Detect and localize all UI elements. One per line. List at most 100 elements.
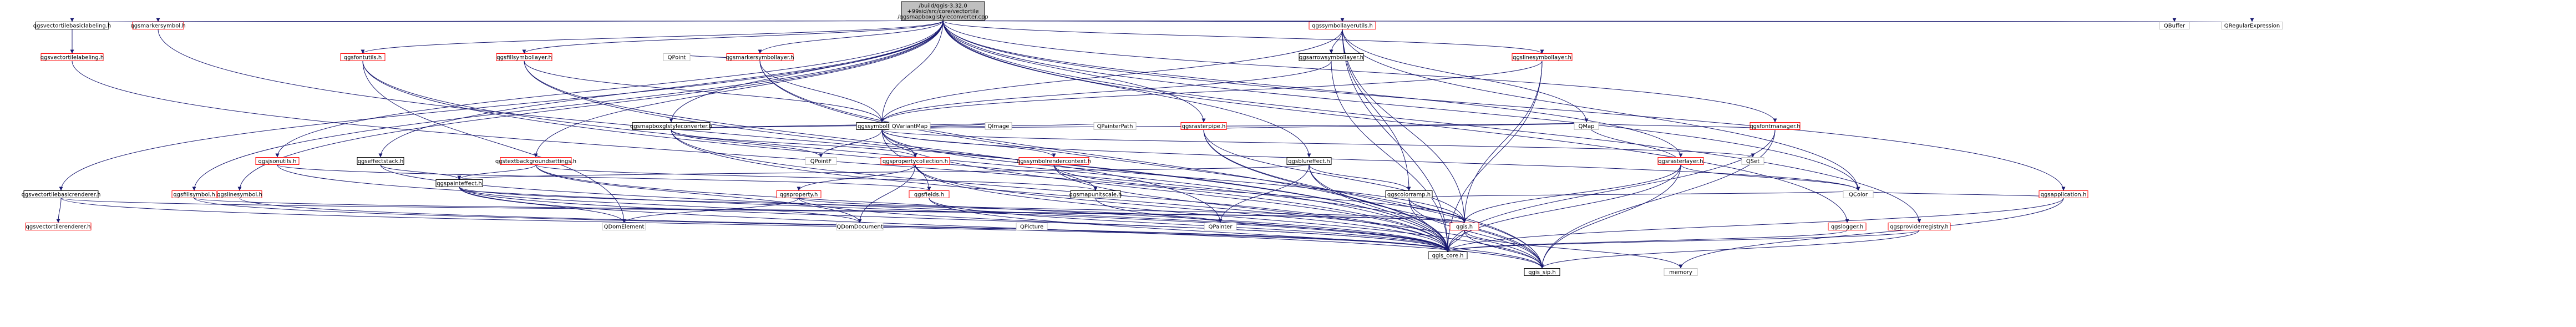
node-label-root-line-0: /build/qgis-3.32.0 — [919, 3, 967, 9]
node-box-QPainterPath — [1093, 122, 1137, 130]
node-painteffect[interactable]: qgspainteffect.h — [435, 179, 483, 187]
node-box-propcollection — [880, 157, 950, 165]
node-vtlabeling_h[interactable]: qgsvectortilebasiclabeling.h — [33, 22, 111, 29]
edge-colorramp-to-QColor — [1408, 190, 1860, 198]
node-box-symbollayerutils — [1309, 22, 1376, 29]
node-fontmanager[interactable]: qgsfontmanager.h — [1750, 122, 1801, 130]
edge-converter_h-to-qgis_sip — [671, 129, 1544, 269]
edge-blureffect-to-qgis_sip — [1309, 164, 1544, 269]
node-vtrenderer2[interactable]: qgsvectortilerenderer.h — [25, 223, 92, 230]
edge-root-to-linesymbollayer — [942, 20, 1544, 54]
edge-qgis_h-to-qgis_core — [1446, 230, 1465, 252]
node-markersymbollayer[interactable]: qgsmarkersymbollayer.h — [726, 53, 794, 61]
edge-textbg-to-QDomDocument — [535, 164, 862, 223]
node-label-property: qgsproperty.h — [780, 192, 818, 198]
node-label-QPointF: QPointF — [810, 159, 832, 165]
edge-symbollayerutils-to-arrowsymbollayer — [1329, 29, 1343, 54]
edge-painteffect-to-QDomElement — [459, 187, 626, 223]
node-box-QPointF — [805, 157, 837, 165]
node-fields[interactable]: qgsfields.h — [909, 190, 950, 198]
node-linesymbol[interactable]: qgslinesymbol.h — [217, 190, 262, 198]
node-symbollayerutils[interactable]: qgssymbollayerutils.h — [1309, 22, 1376, 29]
node-QRegularExpression: QRegularExpression — [2221, 22, 2283, 29]
node-label-qgis_sip: qgis_sip.h — [1528, 270, 1556, 276]
node-box-markersymbollayer — [726, 53, 794, 61]
edge-fontutils-to-qgis_core — [362, 61, 1450, 252]
node-box-QPainter — [1204, 223, 1237, 230]
node-qgis_h[interactable]: qgis.h — [1449, 223, 1479, 230]
node-vtlabeling2[interactable]: qgsvectortilelabeling.h — [40, 53, 104, 61]
node-box-markersymbol — [132, 22, 184, 29]
edge-linesymbollayer-to-qgis_h — [1462, 61, 1543, 223]
edge-converter_h-to-propcollection — [671, 129, 917, 158]
edge-colorramp-to-qgis_h — [1408, 198, 1467, 223]
node-label-jsonutils: qgsjsonutils.h — [258, 159, 297, 165]
edge-fillsymbollayer-to-qgis_core — [524, 61, 1450, 252]
node-symrendercontext[interactable]: qgssymbolrendercontext.h — [1017, 157, 1091, 165]
node-label-linesymbollayer: qgslinesymbollayer.h — [1513, 55, 1571, 61]
node-effectstack[interactable]: qgseffectstack.h — [357, 157, 404, 165]
node-property[interactable]: qgsproperty.h — [776, 190, 822, 198]
node-box-arrowsymbollayer — [1299, 53, 1364, 61]
edge-root-to-converter_h — [669, 20, 944, 123]
edge-symbollayerutils-to-QMap — [1342, 29, 1589, 123]
node-label-mapunitscale: qgsmapunitscale.h — [1069, 192, 1122, 198]
node-label-QDomDocument: QDomDocument — [836, 224, 883, 230]
node-fontutils[interactable]: qgsfontutils.h — [340, 53, 386, 61]
node-colorramp[interactable]: qgscolorramp.h — [1385, 190, 1433, 198]
node-rastershader[interactable]: qgsrasterpipe.h — [1180, 122, 1227, 130]
node-label-QSet: QSet — [1746, 159, 1759, 165]
node-box-QDomDocument — [836, 223, 884, 230]
node-label-QMap: QMap — [1579, 124, 1595, 130]
node-fillsymbollayer[interactable]: qgsfillsymbollayer.h — [496, 53, 552, 61]
edge-root-to-textbg — [534, 20, 944, 158]
node-label-application: qgsapplication.h — [2041, 192, 2087, 198]
edge-fillsymbollayer-to-QPainter — [524, 61, 1223, 223]
edge-rastershader-to-qgis_h — [1203, 129, 1467, 223]
node-mapunitscale[interactable]: qgsmapunitscale.h — [1069, 190, 1122, 198]
edge-markersymbollayer-to-qgis_core — [759, 61, 1450, 252]
node-box-root — [901, 1, 985, 21]
node-label-QDomElement: QDomElement — [604, 224, 645, 230]
node-arrowsymbollayer[interactable]: qgsarrowsymbollayer.h — [1299, 53, 1364, 61]
node-label-providerregistry: qgsproviderregistry.h — [1890, 224, 1949, 230]
edge-logger-to-qgis_core — [1446, 230, 1848, 252]
edge-propcollection-to-QDomDocument — [858, 164, 916, 223]
edge-blureffect-to-qgis_core — [1309, 164, 1450, 252]
node-application[interactable]: qgsapplication.h — [2039, 190, 2088, 198]
edge-layer — [56, 17, 2253, 269]
node-blureffect[interactable]: qgsblureffect.h — [1286, 157, 1332, 165]
node-qgis_core[interactable]: qgis_core.h — [1428, 251, 1468, 259]
node-box-QBuffer — [2159, 22, 2190, 29]
node-linesymbollayer[interactable]: qgslinesymbollayer.h — [1512, 53, 1573, 61]
node-label-symrendercontext: qgssymbolrendercontext.h — [1017, 159, 1091, 165]
node-markersymbol[interactable]: qgsmarkersymbol.h — [130, 22, 186, 29]
node-box-qgis_core — [1428, 251, 1468, 259]
node-label-fontutils: qgsfontutils.h — [344, 55, 382, 61]
node-box-qgis_h — [1449, 223, 1479, 230]
node-propcollection[interactable]: qgspropertycollection.h — [880, 157, 950, 165]
node-label-vtlabeling2: qgsvectortilelabeling.h — [40, 55, 104, 61]
node-textbg[interactable]: qgstextbackgroundsettings.h — [495, 157, 576, 165]
edge-property-to-qgis_core — [798, 198, 1450, 252]
node-label-vtrenderer2: qgsvectortilerenderer.h — [26, 224, 91, 230]
edge-rasterlayer-to-QColor — [1680, 164, 1860, 191]
node-fillsymbol[interactable]: qgsfillsymbol.h — [171, 190, 217, 198]
node-box-logger — [1828, 223, 1867, 230]
edge-providerregistry-to-qgis_core — [1446, 230, 1920, 252]
node-rasterlayer[interactable]: qgsrasterlayer.h — [1657, 157, 1704, 165]
node-box-QImage — [985, 122, 1012, 130]
node-label-logger: qgslogger.h — [1831, 224, 1863, 230]
edge-propcollection-to-qgis_core — [915, 164, 1450, 252]
edge-painteffect-to-QPainter — [459, 187, 1223, 223]
node-providerregistry[interactable]: qgsproviderregistry.h — [1888, 223, 1951, 230]
node-box-providerregistry — [1888, 223, 1951, 230]
edge-symrendercontext-to-mapunitscale — [1053, 164, 1098, 191]
node-logger[interactable]: qgslogger.h — [1828, 223, 1867, 230]
node-vtrenderer_h[interactable]: qgsvectortilebasicrenderer.h — [22, 190, 101, 198]
node-qgis_sip[interactable]: qgis_sip.h — [1524, 268, 1560, 276]
node-label-fields: qgsfields.h — [914, 192, 944, 198]
node-jsonutils[interactable]: qgsjsonutils.h — [255, 157, 300, 165]
node-QMap: QMap — [1574, 122, 1599, 130]
node-converter_h[interactable]: qgsmapboxglstyleconverter.h — [630, 122, 712, 130]
